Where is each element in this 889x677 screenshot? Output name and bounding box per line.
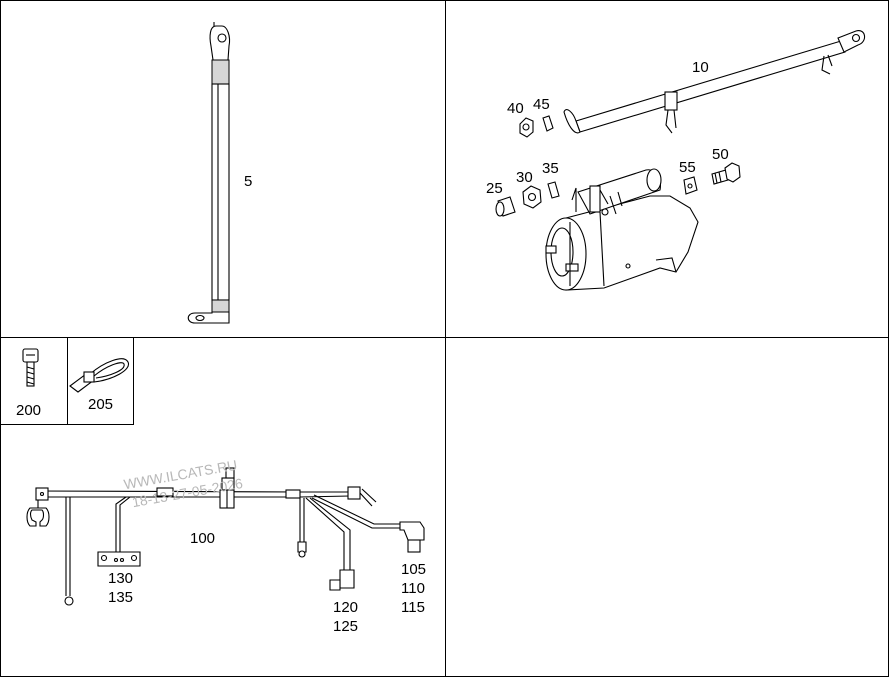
- label-50: 50: [712, 146, 729, 163]
- bolt-part-50[interactable]: [711, 162, 741, 185]
- label-5: 5: [244, 173, 252, 190]
- label-10: 10: [692, 59, 709, 76]
- washer-part-45[interactable]: [542, 115, 554, 132]
- label-135: 135: [108, 589, 133, 606]
- label-125: 125: [333, 618, 358, 635]
- bushing-part-25[interactable]: [495, 196, 516, 217]
- bracket-part-55[interactable]: [683, 176, 698, 195]
- nut-part-40[interactable]: [519, 117, 534, 138]
- box-part-205: [67, 337, 134, 425]
- bolt-part-200[interactable]: [22, 348, 39, 387]
- label-200: 200: [16, 402, 41, 419]
- nut-part-30[interactable]: [522, 185, 542, 209]
- label-120: 120: [333, 599, 358, 616]
- label-35: 35: [542, 160, 559, 177]
- label-130: 130: [108, 570, 133, 587]
- label-30: 30: [516, 169, 533, 186]
- label-100: 100: [190, 530, 215, 547]
- label-45: 45: [533, 96, 550, 113]
- starter-motor-drawing[interactable]: [545, 168, 699, 291]
- label-110: 110: [401, 580, 425, 597]
- wiring-harness-part-100[interactable]: [26, 467, 425, 606]
- label-55: 55: [679, 159, 696, 176]
- battery-cable-part-5[interactable]: [187, 22, 231, 324]
- label-115: 115: [401, 599, 425, 616]
- washer-part-35[interactable]: [547, 181, 560, 199]
- label-40: 40: [507, 100, 524, 117]
- cable-tie-part-205[interactable]: [69, 358, 129, 393]
- label-205: 205: [88, 396, 113, 413]
- label-25: 25: [486, 180, 503, 197]
- starter-cable-part-10[interactable]: [563, 30, 866, 134]
- label-105: 105: [401, 561, 426, 578]
